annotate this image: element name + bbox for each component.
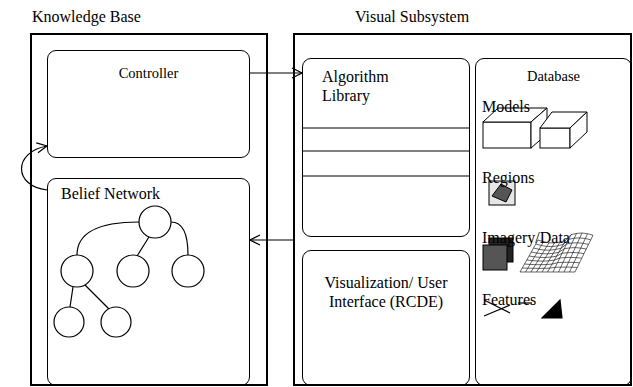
- box-label: Controller: [48, 64, 249, 83]
- network-box: Belief Network: [47, 178, 250, 386]
- library-box: Algorithm Library: [302, 58, 470, 237]
- box-label: Database: [476, 67, 631, 86]
- box-label: Algorithm Library: [322, 67, 432, 105]
- subsystem-panel: Knowledge BaseControllerBelief Network: [30, 33, 268, 386]
- panel-heading: Visual Subsystem: [355, 7, 615, 26]
- category-label: Imagery/Data: [482, 228, 627, 247]
- box-label: Visualization/ User Interface (RCDE): [312, 273, 460, 311]
- category-label: Features: [482, 290, 622, 309]
- category-label: Models: [482, 97, 622, 116]
- interface-box: Visualization/ User Interface (RCDE): [302, 250, 470, 386]
- category-label: Regions: [482, 168, 622, 187]
- subsystem-panel: Visual SubsystemAlgorithm LibraryVisuali…: [293, 33, 632, 386]
- controller-box: Controller: [47, 50, 250, 158]
- flow-arrow: [22, 146, 48, 190]
- box-label: Belief Network: [61, 184, 241, 203]
- belief-tree: [54, 206, 204, 337]
- database-box: DatabaseModelsRegionsImagery/DataFeature…: [475, 58, 632, 386]
- flow-arrow: [250, 239, 293, 240]
- panel-heading: Knowledge Base: [32, 7, 262, 26]
- library-rows: [302, 128, 470, 176]
